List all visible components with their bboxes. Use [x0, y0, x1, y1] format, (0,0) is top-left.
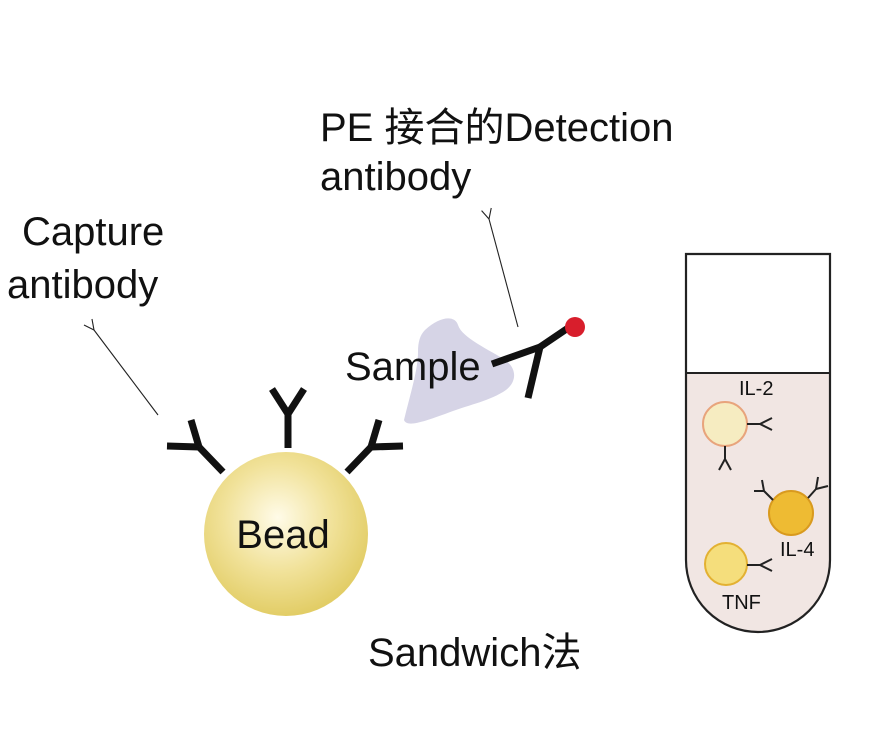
- tnf-label: TNF: [722, 592, 761, 614]
- il4-cell: [768, 490, 814, 536]
- il4-antibodies: [754, 476, 829, 501]
- tnf-cell: [704, 542, 748, 586]
- capture-antibody-label-line2: antibody: [7, 263, 158, 307]
- sample-label: Sample: [345, 345, 481, 389]
- il2-antibodies: [718, 417, 773, 471]
- capture-antibodies: [166, 387, 404, 475]
- capture-pointer-arrow: [94, 330, 159, 416]
- pe-fluorophore-dot: [565, 317, 585, 337]
- il2-cell: [702, 401, 748, 447]
- tnf-antibodies: [747, 558, 773, 572]
- detection-pointer-arrow: [489, 219, 519, 328]
- bead-label: Bead: [236, 513, 329, 557]
- capture-antibody-label-line1: Capture: [22, 210, 164, 254]
- il2-label: IL-2: [739, 378, 773, 400]
- sample-shape: [404, 318, 515, 424]
- bead: [204, 452, 368, 616]
- method-label: Sandwich法: [368, 631, 581, 675]
- detection-antibody-label-line2: antibody: [320, 155, 471, 199]
- il4-label: IL-4: [780, 539, 814, 561]
- detection-antibody-label-line1: PE 接合的Detection: [320, 106, 673, 150]
